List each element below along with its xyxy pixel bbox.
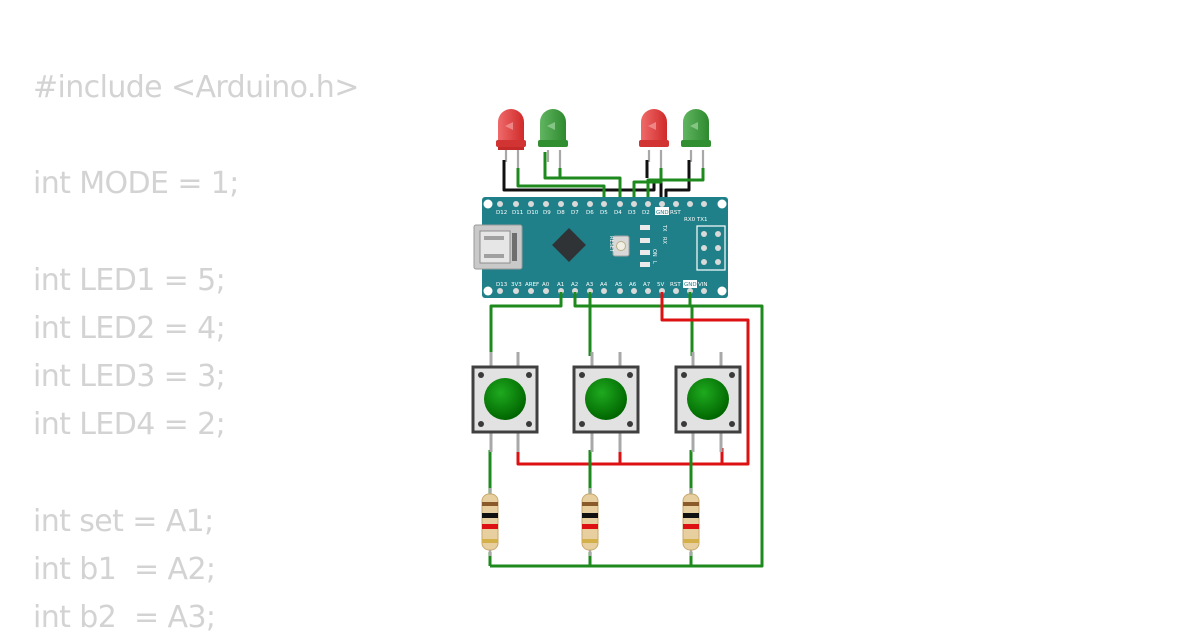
code-line: int LED1 = 5; <box>33 262 226 298</box>
pin-label: A5 <box>615 282 623 288</box>
wire-a3-button3 <box>588 292 694 356</box>
reset-label: RESET <box>608 236 614 253</box>
push-button-1[interactable] <box>471 352 539 452</box>
pin-label: 5V <box>657 282 664 288</box>
led-2 <box>538 109 568 147</box>
resistor-3 <box>682 488 700 556</box>
pin-label: D13 <box>496 282 508 288</box>
pin-label: 3V3 <box>511 282 522 288</box>
pin-label: D7 <box>571 210 579 216</box>
pin-label: AREF <box>525 282 539 288</box>
pin-label: A2 <box>571 282 578 288</box>
wire-led4-d2 <box>646 168 705 200</box>
bottom-pin-labels: D13 3V3 AREF A0 A1 A2 A3 A4 A5 A6 A7 5V … <box>496 282 708 288</box>
code-line: #include <Arduino.h> <box>33 70 359 105</box>
status-led-label: TX <box>661 224 667 232</box>
wire-a1-button1 <box>489 292 563 356</box>
pin-label: D12 <box>496 210 507 216</box>
pin-label: RST <box>670 210 681 216</box>
pin-label: D6 <box>586 210 594 216</box>
led-3 <box>639 109 669 147</box>
pin-label: D5 <box>600 210 608 216</box>
pin-label: A7 <box>643 282 651 288</box>
usb-connector <box>473 224 523 270</box>
pin-label: D8 <box>557 210 565 216</box>
pin-label: GND <box>656 210 669 216</box>
resistor-1 <box>481 488 499 556</box>
code-line: int LED4 = 2; <box>33 407 226 443</box>
pin-label: VIN <box>698 282 708 288</box>
pin-label: D4 <box>614 210 622 216</box>
wire-led1-d5 <box>516 168 606 200</box>
pin-label: D10 <box>527 210 539 216</box>
pin-label: A3 <box>586 282 594 288</box>
code-line: int LED3 = 3; <box>33 359 226 395</box>
led-1 <box>496 109 526 150</box>
pin-label: D9 <box>543 210 551 216</box>
status-led-label: ON <box>651 249 657 257</box>
code-line: int b2 = A3; <box>33 600 216 636</box>
led-leads <box>504 150 705 170</box>
pin-label: RST <box>670 282 681 288</box>
top-pin-labels: D12 D11 D10 D9 D8 D7 D6 D5 D4 D3 D2 GND … <box>496 210 707 223</box>
top-pin-header <box>497 201 707 207</box>
button-wires <box>488 292 764 568</box>
wire-led4-gnd <box>664 160 691 200</box>
push-button-2[interactable] <box>572 352 640 452</box>
wire-a2-button2 <box>573 292 592 356</box>
arduino-nano-board: D12 D11 D10 D9 D8 D7 D6 D5 D4 D3 D2 GND … <box>473 197 728 298</box>
pin-label: D3 <box>628 210 636 216</box>
reset-button[interactable] <box>612 235 630 257</box>
wire-5v <box>660 292 750 466</box>
led-4 <box>681 109 711 147</box>
code-line: int set = A1; <box>33 503 214 539</box>
resistor-2 <box>581 488 599 556</box>
code-line: int MODE = 1; <box>33 166 239 202</box>
led-wires <box>502 152 705 200</box>
pin-label: A0 <box>542 282 550 288</box>
status-led-label: L <box>651 261 657 264</box>
pin-label: D2 <box>642 210 650 216</box>
pin-label: A4 <box>600 282 608 288</box>
icsp-header <box>696 225 726 271</box>
code-editor-text: #include <Arduino.h> int MODE = 1; int LED… <box>33 64 359 642</box>
code-line: int LED2 = 4; <box>33 310 226 346</box>
status-led-label: RX <box>661 237 667 244</box>
microcontroller-chip <box>552 228 586 262</box>
push-button-3[interactable] <box>674 352 742 452</box>
pin-label: A1 <box>557 282 564 288</box>
wire-gnd <box>490 292 764 568</box>
pin-label: D11 <box>512 210 523 216</box>
status-leds <box>640 225 650 267</box>
wire-led1-gnd <box>502 160 663 200</box>
pin-label: GND <box>684 282 697 288</box>
pin-label: RX0 TX1 <box>684 217 707 223</box>
wire-led2-d4 <box>543 152 622 200</box>
code-line: int b1 = A2; <box>33 551 216 587</box>
pin-label: A6 <box>629 282 637 288</box>
